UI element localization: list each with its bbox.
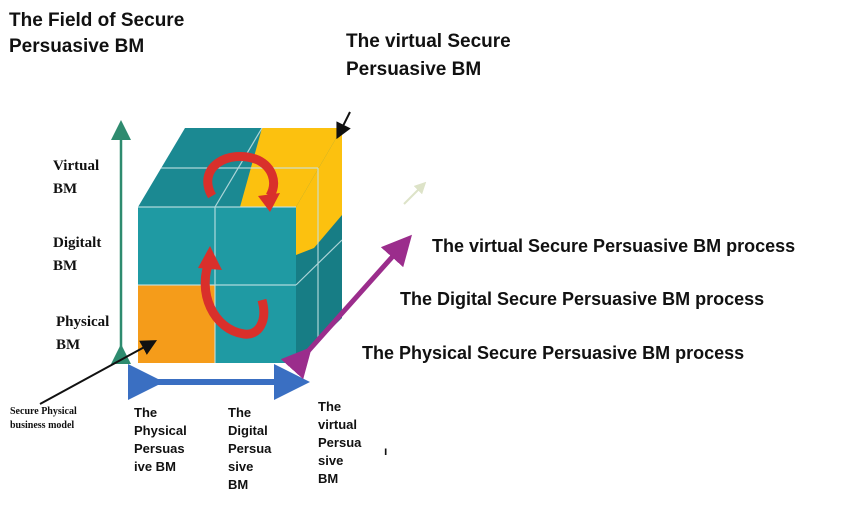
stray-mark: ı [384, 444, 388, 458]
virtual-title: The virtual Secure Persuasive BM [346, 31, 511, 80]
process-virtual: The virtual Secure Persuasive BM process [432, 236, 796, 256]
level-physical: Physical BM [56, 314, 110, 353]
field-title: The Field of Secure Persuasive BM [9, 10, 185, 57]
secure-physical-label: Secure Physical business model [10, 406, 77, 431]
process-digital: The Digital Secure Persuasive BM process [400, 289, 765, 309]
virtual-pointer-arrow [336, 111, 351, 140]
faint-diagonal-arrow [403, 181, 427, 205]
column-digital: The Digital Persua sive BM [228, 405, 272, 492]
level-virtual: Virtual BM [53, 158, 100, 197]
process-physical: The Physical Secure Persuasive BM proces… [362, 343, 745, 363]
physical-pointer-arrow [39, 340, 158, 405]
level-digital: Digitalt BM [53, 235, 102, 274]
red-rotation-arrow-bottom [200, 258, 269, 339]
virtual-block-side [296, 128, 342, 255]
column-physical: The Physical Persuas ive BM [134, 405, 187, 474]
purple-diagonal-arrow [280, 234, 412, 380]
column-virtual: The virtual Persua sive BM [318, 399, 362, 486]
red-rotation-arrow-top [203, 151, 278, 199]
